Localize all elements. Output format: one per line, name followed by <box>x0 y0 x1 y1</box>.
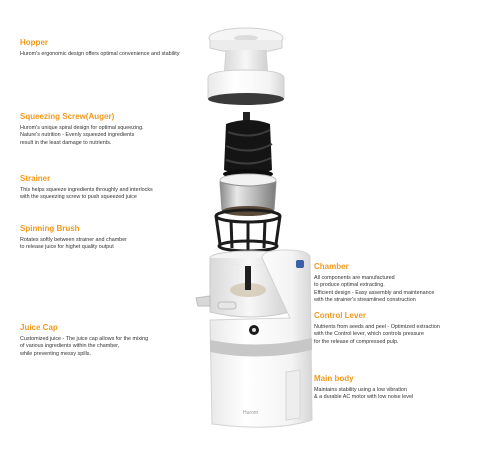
chamber-title: Chamber <box>314 262 349 271</box>
control-lever-title: Control Lever <box>314 311 367 320</box>
chamber-label: Chamber All components are manufactured … <box>314 262 489 304</box>
auger-description: Hurom's unique spiral design for optimal… <box>20 125 144 146</box>
main-body-description: Maintains stability using a low vibratio… <box>314 387 414 401</box>
brand-mark: Hurom <box>243 410 258 416</box>
control-lever-description: Nutrients from seeds and peel - Optimize… <box>314 324 440 345</box>
control-lever-label: Control Lever Nutrients from seeds and p… <box>314 311 489 346</box>
spinning-brush-part <box>214 208 282 253</box>
strainer-part <box>219 173 277 216</box>
main-body-label: Main body Maintains stability using a lo… <box>314 374 489 402</box>
auger-title: Squeezing Screw(Auger) <box>20 112 115 121</box>
strainer-label: Strainer This helps squeeze ingredients … <box>20 174 205 202</box>
strainer-title: Strainer <box>20 174 51 183</box>
juice-cap-label: Juice Cap Customized juice - The juice c… <box>20 323 205 358</box>
hopper-description: Hurom's ergonomic design offers optimal … <box>20 51 180 57</box>
strainer-description: This helps squeeze ingredients throughly… <box>20 187 153 201</box>
auger-label: Squeezing Screw(Auger) Hurom's unique sp… <box>20 112 205 147</box>
spinning-brush-label: Spinning Brush Rotates softly between st… <box>20 224 205 252</box>
auger-part <box>223 112 273 179</box>
hopper-title: Hopper <box>20 38 48 47</box>
chamber-description: All components are manufactured to produ… <box>314 275 435 303</box>
juice-cap-description: Customized juice - The juice cap allows … <box>20 336 149 357</box>
spinning-brush-title: Spinning Brush <box>20 224 80 233</box>
hopper-part <box>207 27 285 105</box>
main-body-title: Main body <box>314 374 354 383</box>
main-body-part <box>209 249 313 428</box>
juice-cap-title: Juice Cap <box>20 323 58 332</box>
spinning-brush-description: Rotates softly between strainer and cham… <box>20 237 127 251</box>
hopper-label: Hopper Hurom's ergonomic design offers o… <box>20 38 205 58</box>
